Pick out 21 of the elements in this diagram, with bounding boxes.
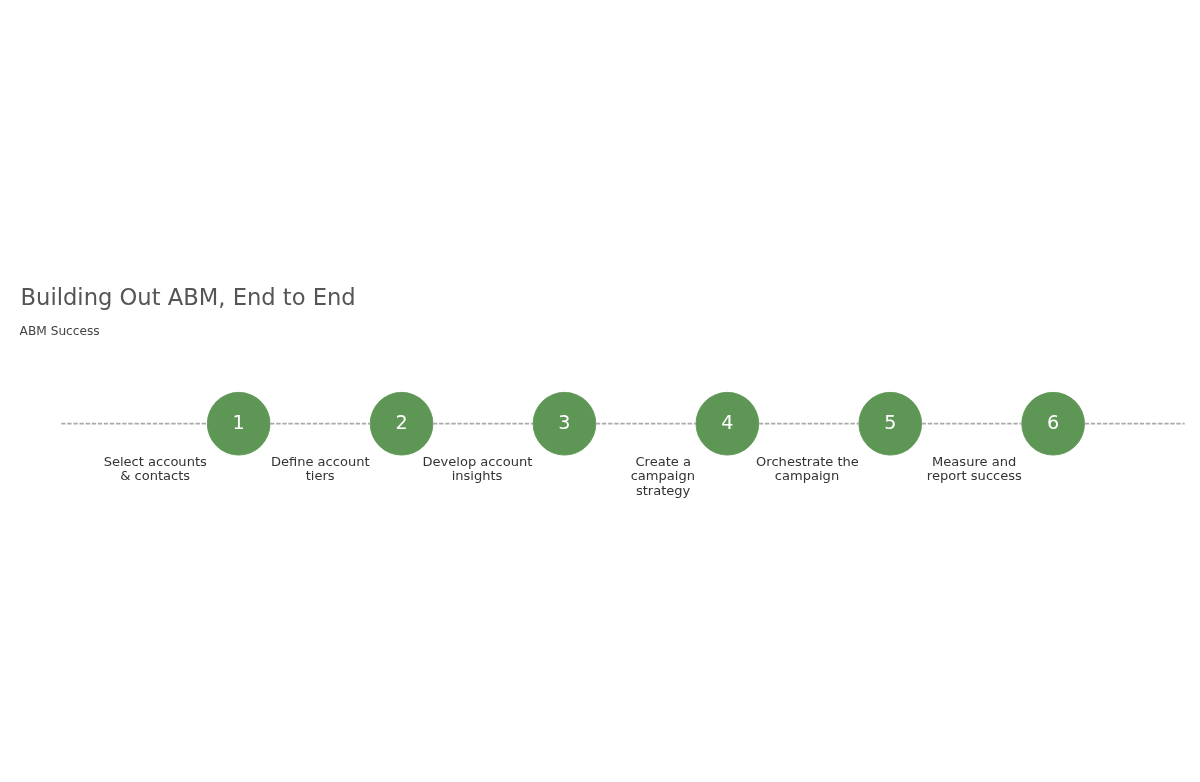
node-label: Define account tiers — [270, 453, 370, 483]
label: ABM Success — [19, 323, 100, 338]
node-label: Measure and report success — [926, 453, 1022, 483]
node-label: Select accounts & contacts — [103, 453, 207, 483]
node-circle: 3 — [532, 391, 597, 456]
connector — [60, 422, 208, 425]
connector — [269, 422, 371, 425]
connector — [758, 422, 860, 425]
connector — [432, 422, 534, 425]
node-circle: 5 — [858, 391, 923, 456]
connector — [1083, 422, 1186, 425]
node-label: Create a campaign strategy — [630, 453, 696, 498]
node-circle: 2 — [369, 391, 434, 456]
node-circle: 1 — [206, 391, 271, 456]
node-label: Orchestrate the campaign — [756, 453, 859, 483]
node-circle: 4 — [695, 391, 760, 456]
connector — [920, 422, 1023, 425]
diagram-title: Building Out ABM, End to End — [20, 283, 356, 310]
connector — [595, 422, 697, 425]
node-label: Develop account insights — [422, 453, 533, 483]
node-circle: 6 — [1021, 391, 1085, 456]
